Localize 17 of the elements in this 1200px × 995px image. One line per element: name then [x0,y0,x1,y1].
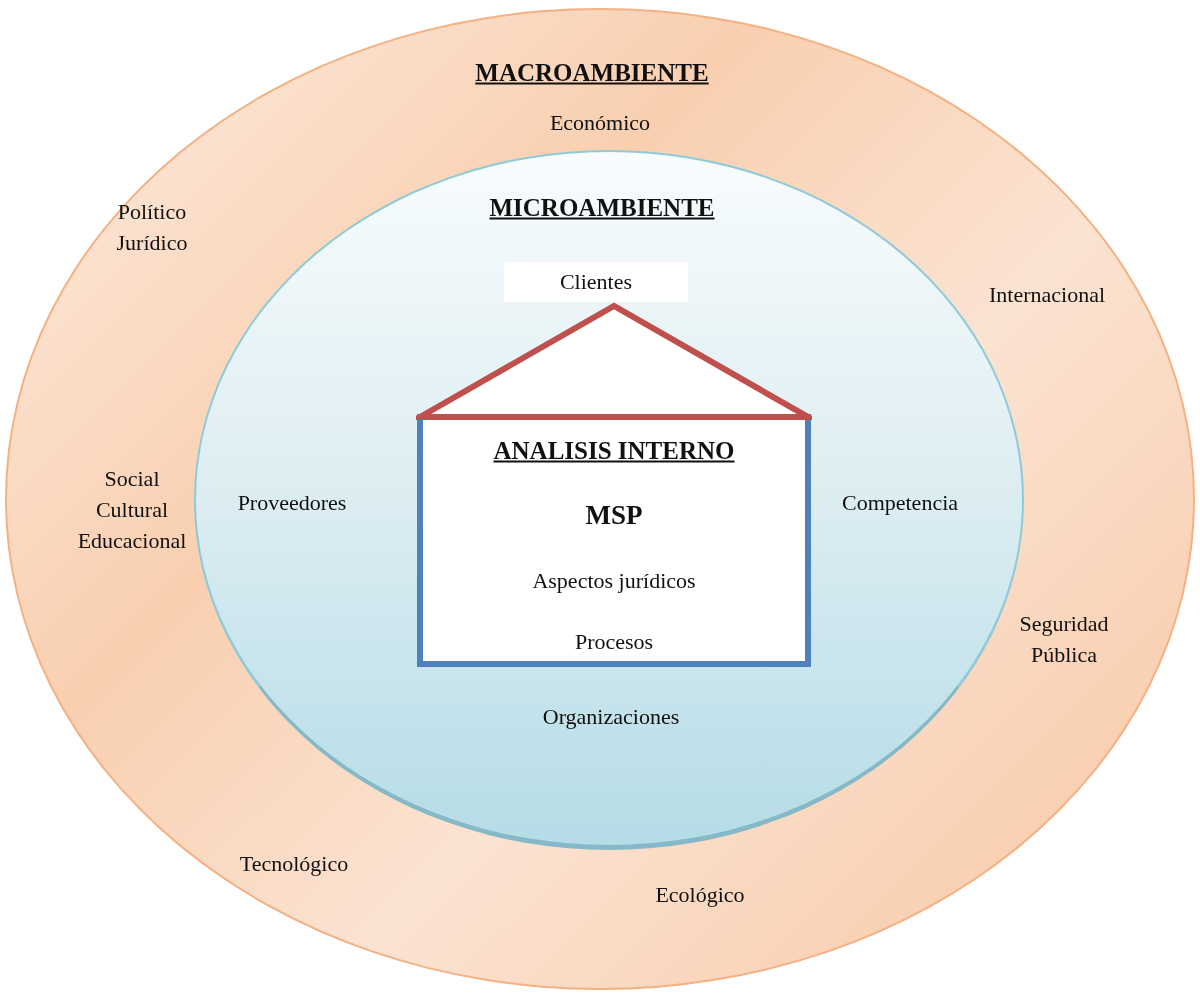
factor-label: Político Jurídico [116,198,188,257]
heading: ANALISIS INTERNO [493,435,735,466]
factor-label: Competencia [841,488,959,517]
heading: MICROAMBIENTE [489,192,715,223]
item-text: Procesos [574,627,654,656]
factor-label: Internacional [988,280,1106,309]
factor-label: Ecológico [655,880,745,909]
factor-label: Social Cultural Educacional [77,464,187,555]
heading: MSP [585,499,643,533]
factor-label: Económico [549,108,651,137]
factor-label: Seguridad Pública [1019,610,1109,669]
factor-label: Organizaciones [542,702,680,731]
heading: MACROAMBIENTE [475,57,709,88]
factor-label: Tecnológico [239,849,349,878]
factor-label: Proveedores [237,488,347,517]
item-text: Aspectos jurídicos [532,566,696,595]
label-box: Clientes [504,262,688,302]
